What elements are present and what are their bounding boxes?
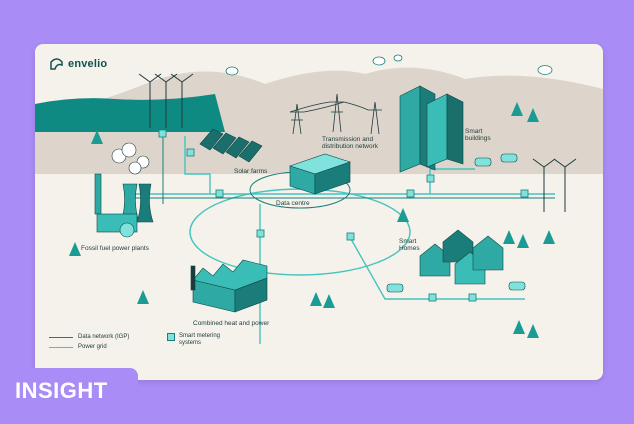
legend-smart-metering: Smart metering systems bbox=[167, 333, 220, 347]
wind-turbines bbox=[138, 73, 577, 212]
clouds bbox=[225, 54, 553, 76]
legend-power-grid-label: Power grid bbox=[78, 344, 107, 350]
label-solar-farms: Solar farms bbox=[234, 168, 268, 175]
electric-cars bbox=[386, 153, 526, 293]
infographic-card: envelio Solar farms Transmission and dis… bbox=[35, 44, 603, 380]
legend: Data network (IGP) Power grid Smart mete… bbox=[49, 332, 220, 352]
insight-badge-text: INSIGHT bbox=[15, 378, 108, 403]
steam-clouds bbox=[111, 142, 150, 175]
energy-network-illustration bbox=[35, 54, 603, 344]
smart-homes-houses bbox=[419, 229, 504, 285]
brand-logo[interactable]: envelio bbox=[49, 57, 107, 71]
legend-smart-metering-label: Smart metering systems bbox=[179, 333, 221, 347]
brand-name: envelio bbox=[68, 58, 108, 70]
transmission-pylons bbox=[289, 93, 382, 135]
label-data-centre: Data centre bbox=[276, 200, 310, 207]
label-smart-buildings: Smart buildings bbox=[465, 128, 491, 143]
power-grid-swatch bbox=[49, 346, 73, 348]
chp-factory bbox=[190, 259, 268, 313]
data-centre-building bbox=[289, 153, 351, 195]
legend-data-network-label: Data network (IGP) bbox=[78, 334, 130, 340]
sea bbox=[35, 94, 225, 132]
data-network-swatch bbox=[49, 336, 73, 338]
label-chp: Combined heat and power bbox=[193, 320, 270, 327]
smart-buildings-towers bbox=[399, 85, 464, 173]
smart-meter-nodes bbox=[158, 129, 529, 302]
label-smart-homes: Smart Homes bbox=[399, 238, 420, 253]
trees bbox=[69, 102, 555, 338]
label-fossil-plants: Fossil fuel power plants bbox=[81, 245, 149, 252]
solar-panels bbox=[199, 128, 263, 163]
smart-meter-swatch bbox=[167, 333, 175, 341]
legend-power-grid: Power grid bbox=[49, 342, 129, 352]
envelio-logo-icon bbox=[50, 58, 63, 70]
legend-data-network: Data network (IGP) bbox=[49, 332, 129, 342]
insight-badge: INSIGHT bbox=[0, 368, 138, 424]
fossil-power-plant bbox=[94, 173, 154, 238]
label-transmission-network: Transmission and distribution network bbox=[322, 136, 378, 151]
